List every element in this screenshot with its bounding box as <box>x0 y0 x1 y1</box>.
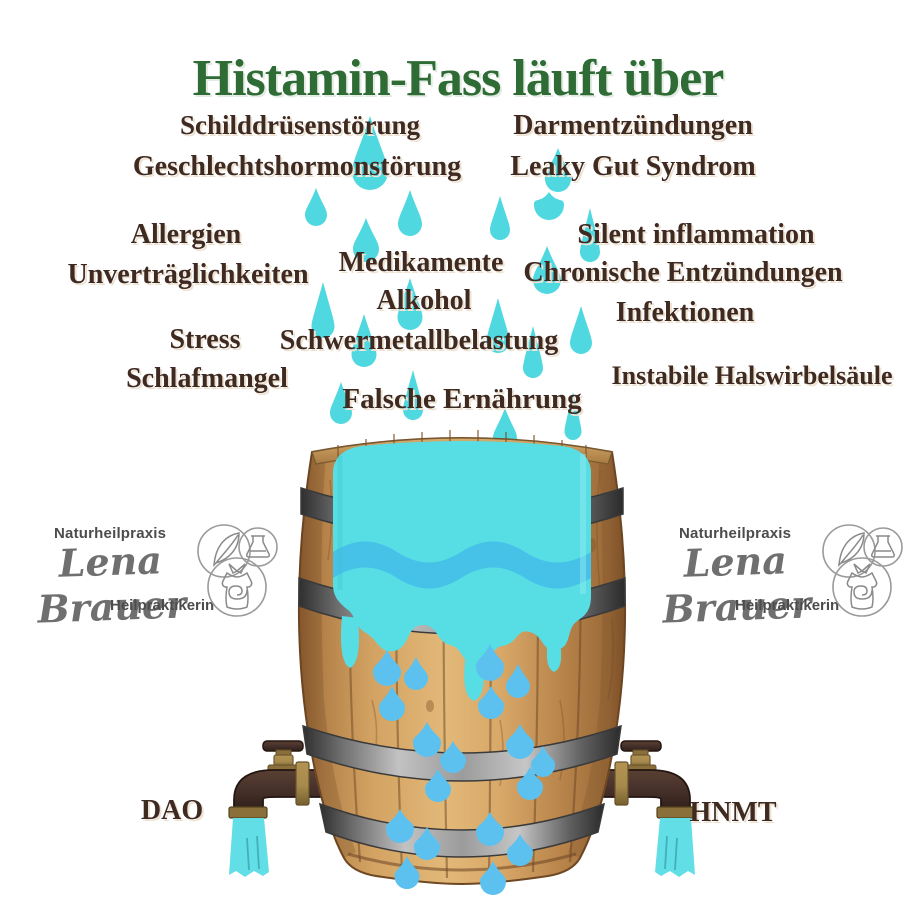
raindrop-icon <box>414 827 440 861</box>
raindrop-icon <box>478 686 504 719</box>
bow-icon <box>853 563 871 575</box>
raindrop-icon <box>476 644 504 681</box>
trigger-label-chronische-entzuendungen: Chronische Entzündungen <box>523 257 843 288</box>
trigger-label-medikamente: Medikamente <box>338 247 504 278</box>
raindrop-icon <box>379 686 405 721</box>
trigger-label-instabile-halswirbelsaeule: Instabile Halswirbelsäule <box>611 361 893 390</box>
raindrop-icon <box>486 298 510 353</box>
logo-name-text: Lena Brauer <box>36 537 187 632</box>
logo-name-text: Lena Brauer <box>661 537 812 632</box>
raindrop-icon <box>404 657 428 690</box>
raindrop-icon <box>507 834 533 866</box>
water-drip <box>546 640 562 672</box>
water-cascade <box>333 441 591 701</box>
raindrop-icon <box>351 314 377 367</box>
raindrop-icon <box>531 746 555 777</box>
trigger-label-unvertraeglichkeiten: Unverträglichkeiten <box>67 259 309 290</box>
raindrop-icon <box>311 282 335 338</box>
logo-emblem-icons <box>197 524 278 617</box>
raindrop-icon <box>425 769 451 802</box>
cascade-wave <box>333 541 591 589</box>
round-drops-layer <box>373 644 555 895</box>
raindrop-icon <box>440 741 466 773</box>
logo-right: Naturheilpraxis Lena Brauer Heilpraktike… <box>635 521 903 632</box>
trigger-label-schilddruesenstoerung: Schilddrüsenstörung <box>179 110 421 140</box>
logo-praxis-text: Naturheilpraxis <box>54 525 167 542</box>
spiral-icon <box>228 585 248 600</box>
trigger-label-falsche-ernaehrung: Falsche Ernährung <box>342 383 582 415</box>
trigger-label-geschlechtshormonstoerung: Geschlechtshormonstörung <box>132 151 462 182</box>
raindrop-icon <box>490 196 510 240</box>
raindrop-icon <box>386 809 414 843</box>
page-title: Histamin-Fass läuft über <box>192 49 725 107</box>
enzyme-label-hnmt: HNMT <box>689 797 777 828</box>
flask-icon <box>871 535 895 558</box>
raindrop-icon <box>305 188 327 226</box>
raindrop-icon <box>533 246 561 294</box>
raindrop-icon <box>353 218 379 262</box>
logo-praxis-text: Naturheilpraxis <box>679 525 792 542</box>
bow-icon <box>228 563 246 575</box>
raindrop-icon <box>413 722 441 757</box>
trigger-label-leaky-gut-syndrom: Leaky Gut Syndrom <box>510 151 756 182</box>
leaf-icon <box>213 532 240 567</box>
dress-circle-icon <box>832 557 892 617</box>
dress-icon <box>846 571 878 610</box>
raindrop-icon <box>394 856 420 890</box>
dress-circle-icon <box>207 557 267 617</box>
dress-icon <box>221 571 253 610</box>
raindrop-icon <box>476 812 504 846</box>
trigger-label-schwermetallbelastung: Schwermetallbelastung <box>279 325 559 356</box>
leaf-icon <box>838 532 865 567</box>
logo-left: Naturheilpraxis Lena Brauer Heilpraktike… <box>10 521 278 632</box>
raindrop-icon <box>545 148 571 192</box>
logo-emblem-icons <box>822 524 903 617</box>
trigger-label-stress: Stress <box>169 324 241 355</box>
raindrop-icon <box>580 208 600 262</box>
logo-subtitle-text: Heilpraktikerin <box>735 597 840 614</box>
raindrop-icon <box>373 650 401 686</box>
spiral-icon <box>853 585 873 600</box>
raindrop-icon <box>352 116 388 190</box>
trigger-label-schlafmangel: Schlafmangel <box>126 363 288 394</box>
raindrop-icon <box>480 861 506 895</box>
raindrop-icon <box>517 767 543 800</box>
raindrop-icon <box>570 306 592 354</box>
raindrop-icon <box>506 724 534 759</box>
raindrop-icon <box>330 382 352 424</box>
raindrop-icon <box>403 370 423 420</box>
streak-drops-layer <box>305 116 600 450</box>
enzyme-label-dao: DAO <box>140 795 204 826</box>
raindrop-icon <box>534 192 564 220</box>
trigger-label-darmentzuendungen: Darmentzündungen <box>513 110 753 141</box>
faucet-left <box>228 740 323 878</box>
raindrop-icon <box>398 190 422 236</box>
flask-circle-icon <box>238 527 278 567</box>
trigger-label-silent-inflammation: Silent inflammation <box>577 219 815 250</box>
faucet-right <box>601 740 696 878</box>
logo-subtitle-text: Heilpraktikerin <box>110 597 215 614</box>
trigger-label-alkohol: Alkohol <box>376 285 472 316</box>
trigger-label-allergien: Allergien <box>130 219 242 250</box>
raindrop-icon <box>523 326 543 378</box>
raindrop-icon <box>564 392 582 440</box>
water-drip <box>341 616 359 668</box>
trigger-label-infektionen: Infektionen <box>615 297 755 328</box>
flask-circle-icon <box>863 527 903 567</box>
raindrop-icon <box>506 664 530 698</box>
raindrop-icon <box>397 278 423 330</box>
flask-icon <box>246 535 270 558</box>
